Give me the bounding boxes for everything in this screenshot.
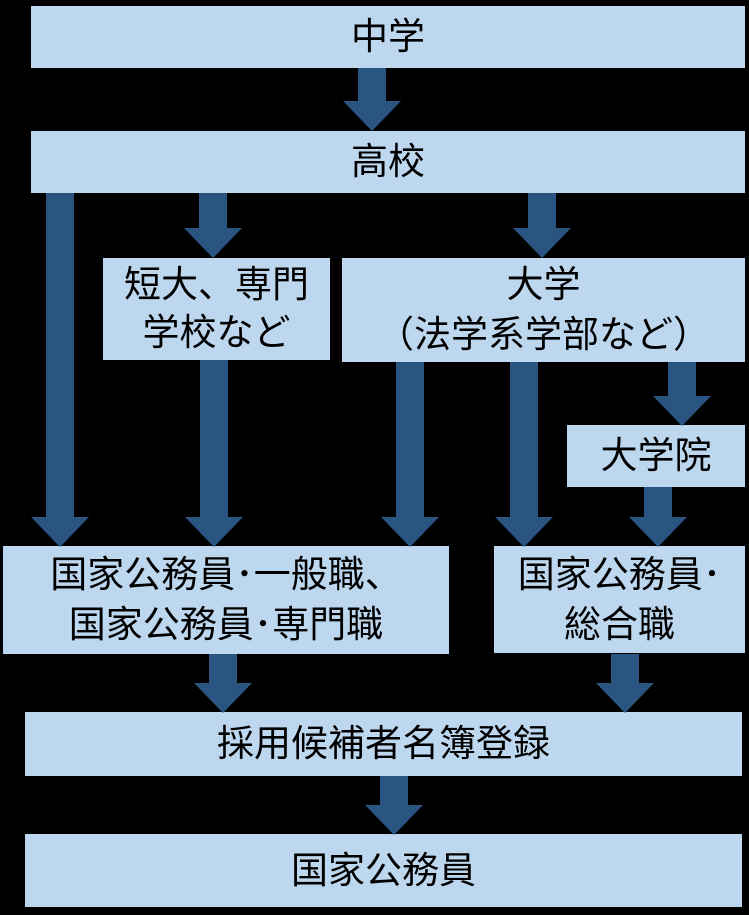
arrow-shaft [380, 776, 408, 807]
box-junior-high-school-label: 中学 [351, 16, 425, 57]
box-civil-servant-label: 国家公務員 [291, 849, 476, 891]
arrow-university-to-graduate-school-icon [653, 362, 711, 426]
box-comprehensive-service: 国家公務員･ 総合職 [494, 546, 745, 653]
box-general-service: 国家公務員･一般職、 国家公務員･専門職 [3, 546, 449, 654]
box-candidate-register: 採用候補者名簿登録 [25, 712, 742, 776]
arrow-graduate-school-to-comprehensive-service-icon [629, 487, 687, 547]
arrow-register-to-civil-servant-icon [365, 776, 423, 835]
box-junior-college-line2: 学校など [142, 312, 291, 353]
arrow-head [513, 228, 571, 258]
arrow-shaft [200, 360, 228, 519]
box-university-line1: 大学 [506, 264, 581, 305]
arrow-junior-college-to-general-service-icon [185, 360, 243, 547]
box-graduate-school: 大学院 [567, 425, 745, 487]
box-general-service-line2: 国家公務員･専門職 [68, 604, 384, 645]
arrow-shaft [358, 68, 386, 103]
arrow-university-to-comprehensive-service-icon [495, 362, 553, 547]
box-civil-servant: 国家公務員 [25, 834, 742, 907]
box-junior-college-line1: 短大、専門 [124, 264, 309, 305]
arrow-shaft [209, 654, 237, 685]
box-comprehensive-service-line1: 国家公務員･ [517, 553, 722, 595]
arrow-shaft [528, 193, 556, 230]
arrow-comprehensive-service-to-register-icon [596, 654, 654, 713]
arrow-head [185, 517, 243, 547]
arrow-high-school-to-junior-college-icon [184, 193, 242, 258]
arrow-head [596, 683, 654, 713]
arrow-shaft [644, 487, 672, 519]
box-graduate-school-label: 大学院 [600, 435, 712, 476]
arrow-shaft [611, 654, 639, 685]
arrow-shaft [396, 362, 424, 519]
box-candidate-register-label: 採用候補者名簿登録 [217, 723, 550, 764]
arrow-head [381, 517, 439, 547]
box-university-line2: （法学系学部など） [377, 314, 710, 355]
arrow-high-school-to-university-icon [513, 193, 571, 258]
arrow-head [629, 517, 687, 547]
box-high-school: 高校 [31, 131, 745, 193]
arrow-junior-high-to-high-school-icon [343, 68, 401, 131]
arrow-shaft [510, 362, 538, 519]
arrow-shaft [668, 362, 696, 398]
box-junior-college: 短大、専門 学校など [103, 258, 330, 360]
box-general-service-line1: 国家公務員･一般職、 [50, 554, 402, 595]
box-junior-high-school: 中学 [31, 6, 745, 68]
arrow-head [365, 805, 423, 835]
box-comprehensive-service-line2: 総合職 [564, 603, 675, 645]
arrow-university-to-general-service-icon [381, 362, 439, 547]
arrow-head [343, 101, 401, 131]
arrow-shaft [199, 193, 227, 230]
arrow-head [31, 517, 89, 547]
arrow-general-service-to-register-icon [194, 654, 252, 713]
box-university: 大学 （法学系学部など） [342, 258, 745, 362]
arrow-head [653, 396, 711, 426]
arrow-head [194, 683, 252, 713]
box-high-school-label: 高校 [351, 141, 425, 182]
arrow-high-school-to-general-service-icon [31, 193, 89, 547]
arrow-shaft [46, 193, 74, 519]
arrow-head [184, 228, 242, 258]
arrow-head [495, 517, 553, 547]
